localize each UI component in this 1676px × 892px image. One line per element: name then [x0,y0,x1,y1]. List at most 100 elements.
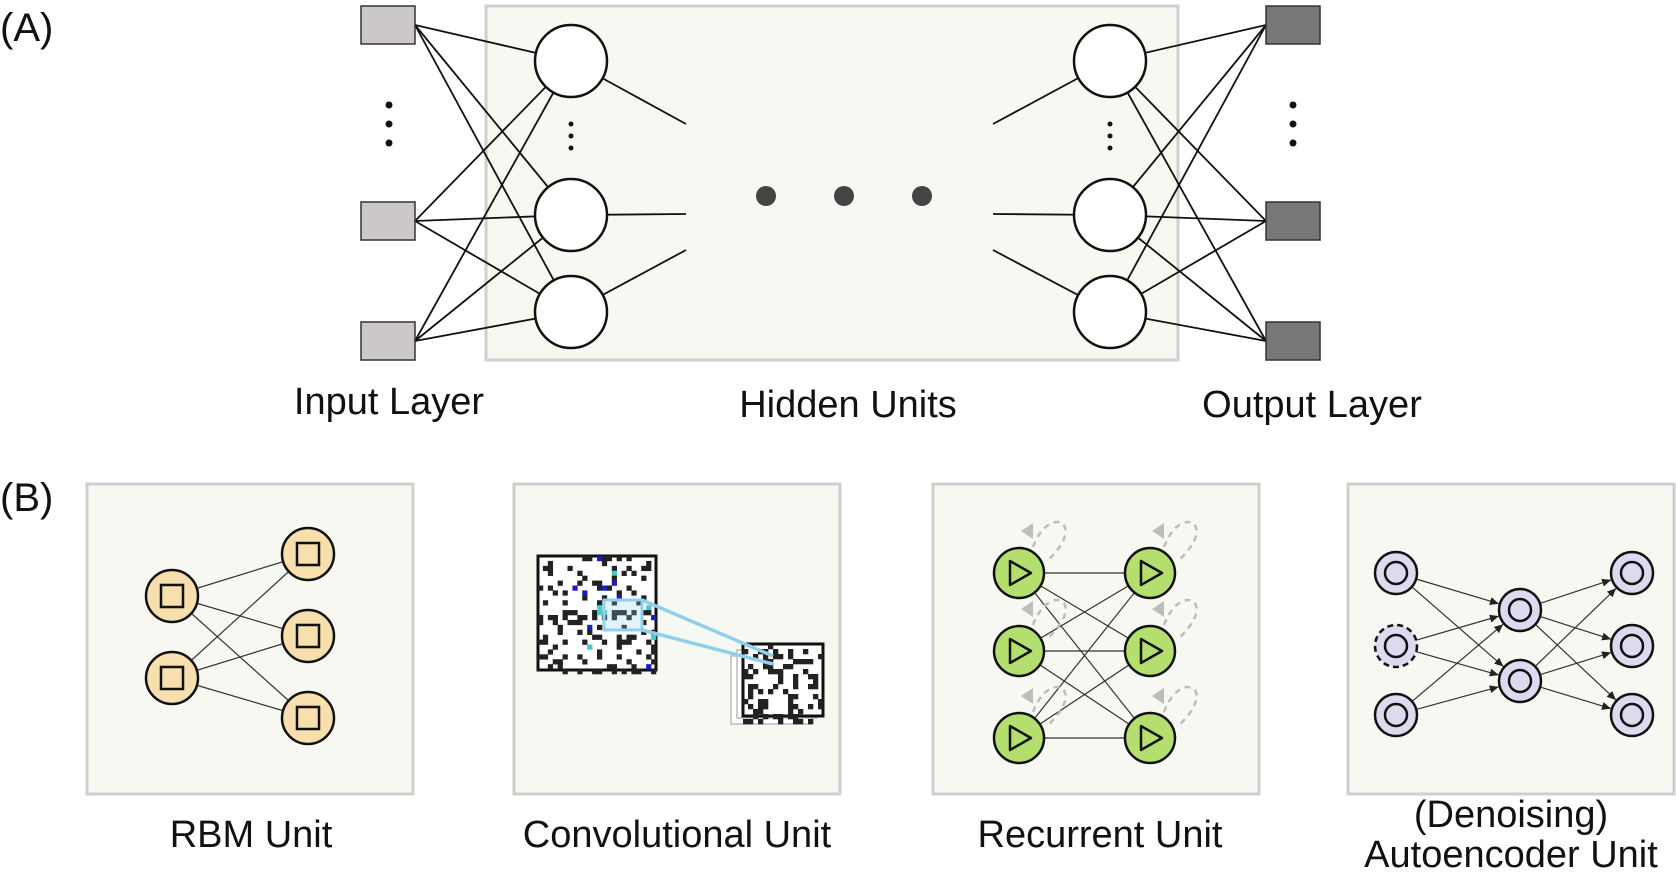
pixel [577,570,583,576]
pixel [577,615,583,621]
pixel [768,644,774,650]
pixel [743,674,749,680]
pixel [567,610,573,616]
hidden-node-left-1 [533,23,609,99]
pixel [803,669,809,675]
pixel [538,585,544,591]
pixel [621,669,627,675]
pixel [597,556,603,562]
pixel [793,714,799,720]
play-icon [1008,637,1033,665]
rnn-node [1123,711,1177,765]
pixel [626,585,632,591]
pixel [778,674,784,680]
pixel [626,615,632,621]
hidden-node-left-2 [533,177,609,253]
pixel [778,714,784,720]
pixel [748,664,754,670]
ae-diagram [1373,550,1655,738]
output-node-1 [1265,5,1321,45]
pixel [631,570,637,576]
pixel [783,689,789,695]
rbm-node [144,568,200,624]
pixel [552,644,558,650]
square-icon [159,583,185,609]
pixel [552,619,558,626]
pixel [646,560,652,567]
pixel [606,585,613,591]
pixel [621,610,627,616]
ae-edge [1411,586,1504,668]
ring-icon [1383,702,1409,728]
pixel [808,704,814,710]
pixel [587,556,593,562]
pixel [743,699,749,705]
input-node-3 [360,321,416,361]
pixel [542,600,549,606]
hidden-node-right-2 [1072,177,1148,253]
pixel [813,684,819,690]
pixel [592,634,598,640]
pixel [758,699,764,705]
self-loop [1162,520,1198,562]
ellipsis-dots [385,101,1297,151]
pixel [562,600,568,606]
pixel [552,659,558,665]
pixel [562,654,568,660]
pixel [641,610,647,616]
pixel [793,659,799,665]
self-loop-arrowhead [1152,688,1164,704]
pixel [778,669,784,675]
pixel [601,639,608,645]
pixel [758,704,764,710]
play-icon [1008,559,1033,587]
pixel [587,624,593,631]
pixel [793,694,799,700]
pixel [646,610,652,616]
pixel [597,605,603,611]
pixel [552,590,558,596]
pixel [748,684,754,690]
pixel [803,659,809,665]
ae-edge [1539,651,1612,676]
rnn-node [992,546,1046,600]
pixel [773,714,779,720]
pixel [636,600,642,606]
pixel [808,659,814,665]
pixel [582,590,588,596]
pixel [582,575,588,581]
pixel [582,595,588,601]
pixel [788,699,794,705]
rbm-node [280,690,336,746]
ae-unit-label-2: Autoencoder Unit [1364,834,1658,876]
self-loop [1031,520,1067,562]
pixel [641,629,647,635]
pixel [798,719,804,725]
pixel [646,664,652,670]
pixel [557,580,563,586]
self-loop-arrowhead [1021,601,1033,617]
receptive-field [602,598,644,632]
pixel [646,565,652,572]
play-icon [1139,559,1164,587]
pixel [582,659,588,665]
pixel [793,719,799,725]
pixel [763,699,769,705]
pixel [768,669,774,675]
pixel [597,610,603,616]
pixel [577,669,583,675]
projection-line [641,628,774,666]
pixel [748,689,754,695]
pixel [818,704,824,710]
output-node-3 [1265,321,1321,361]
connection-line [414,60,572,342]
pixel [562,615,568,621]
pixel [646,605,652,611]
pixel [758,689,764,695]
input-node-1 [360,5,416,45]
pixel [572,619,578,626]
pixel [601,595,608,601]
pixel [651,615,657,621]
pixel [547,615,554,621]
